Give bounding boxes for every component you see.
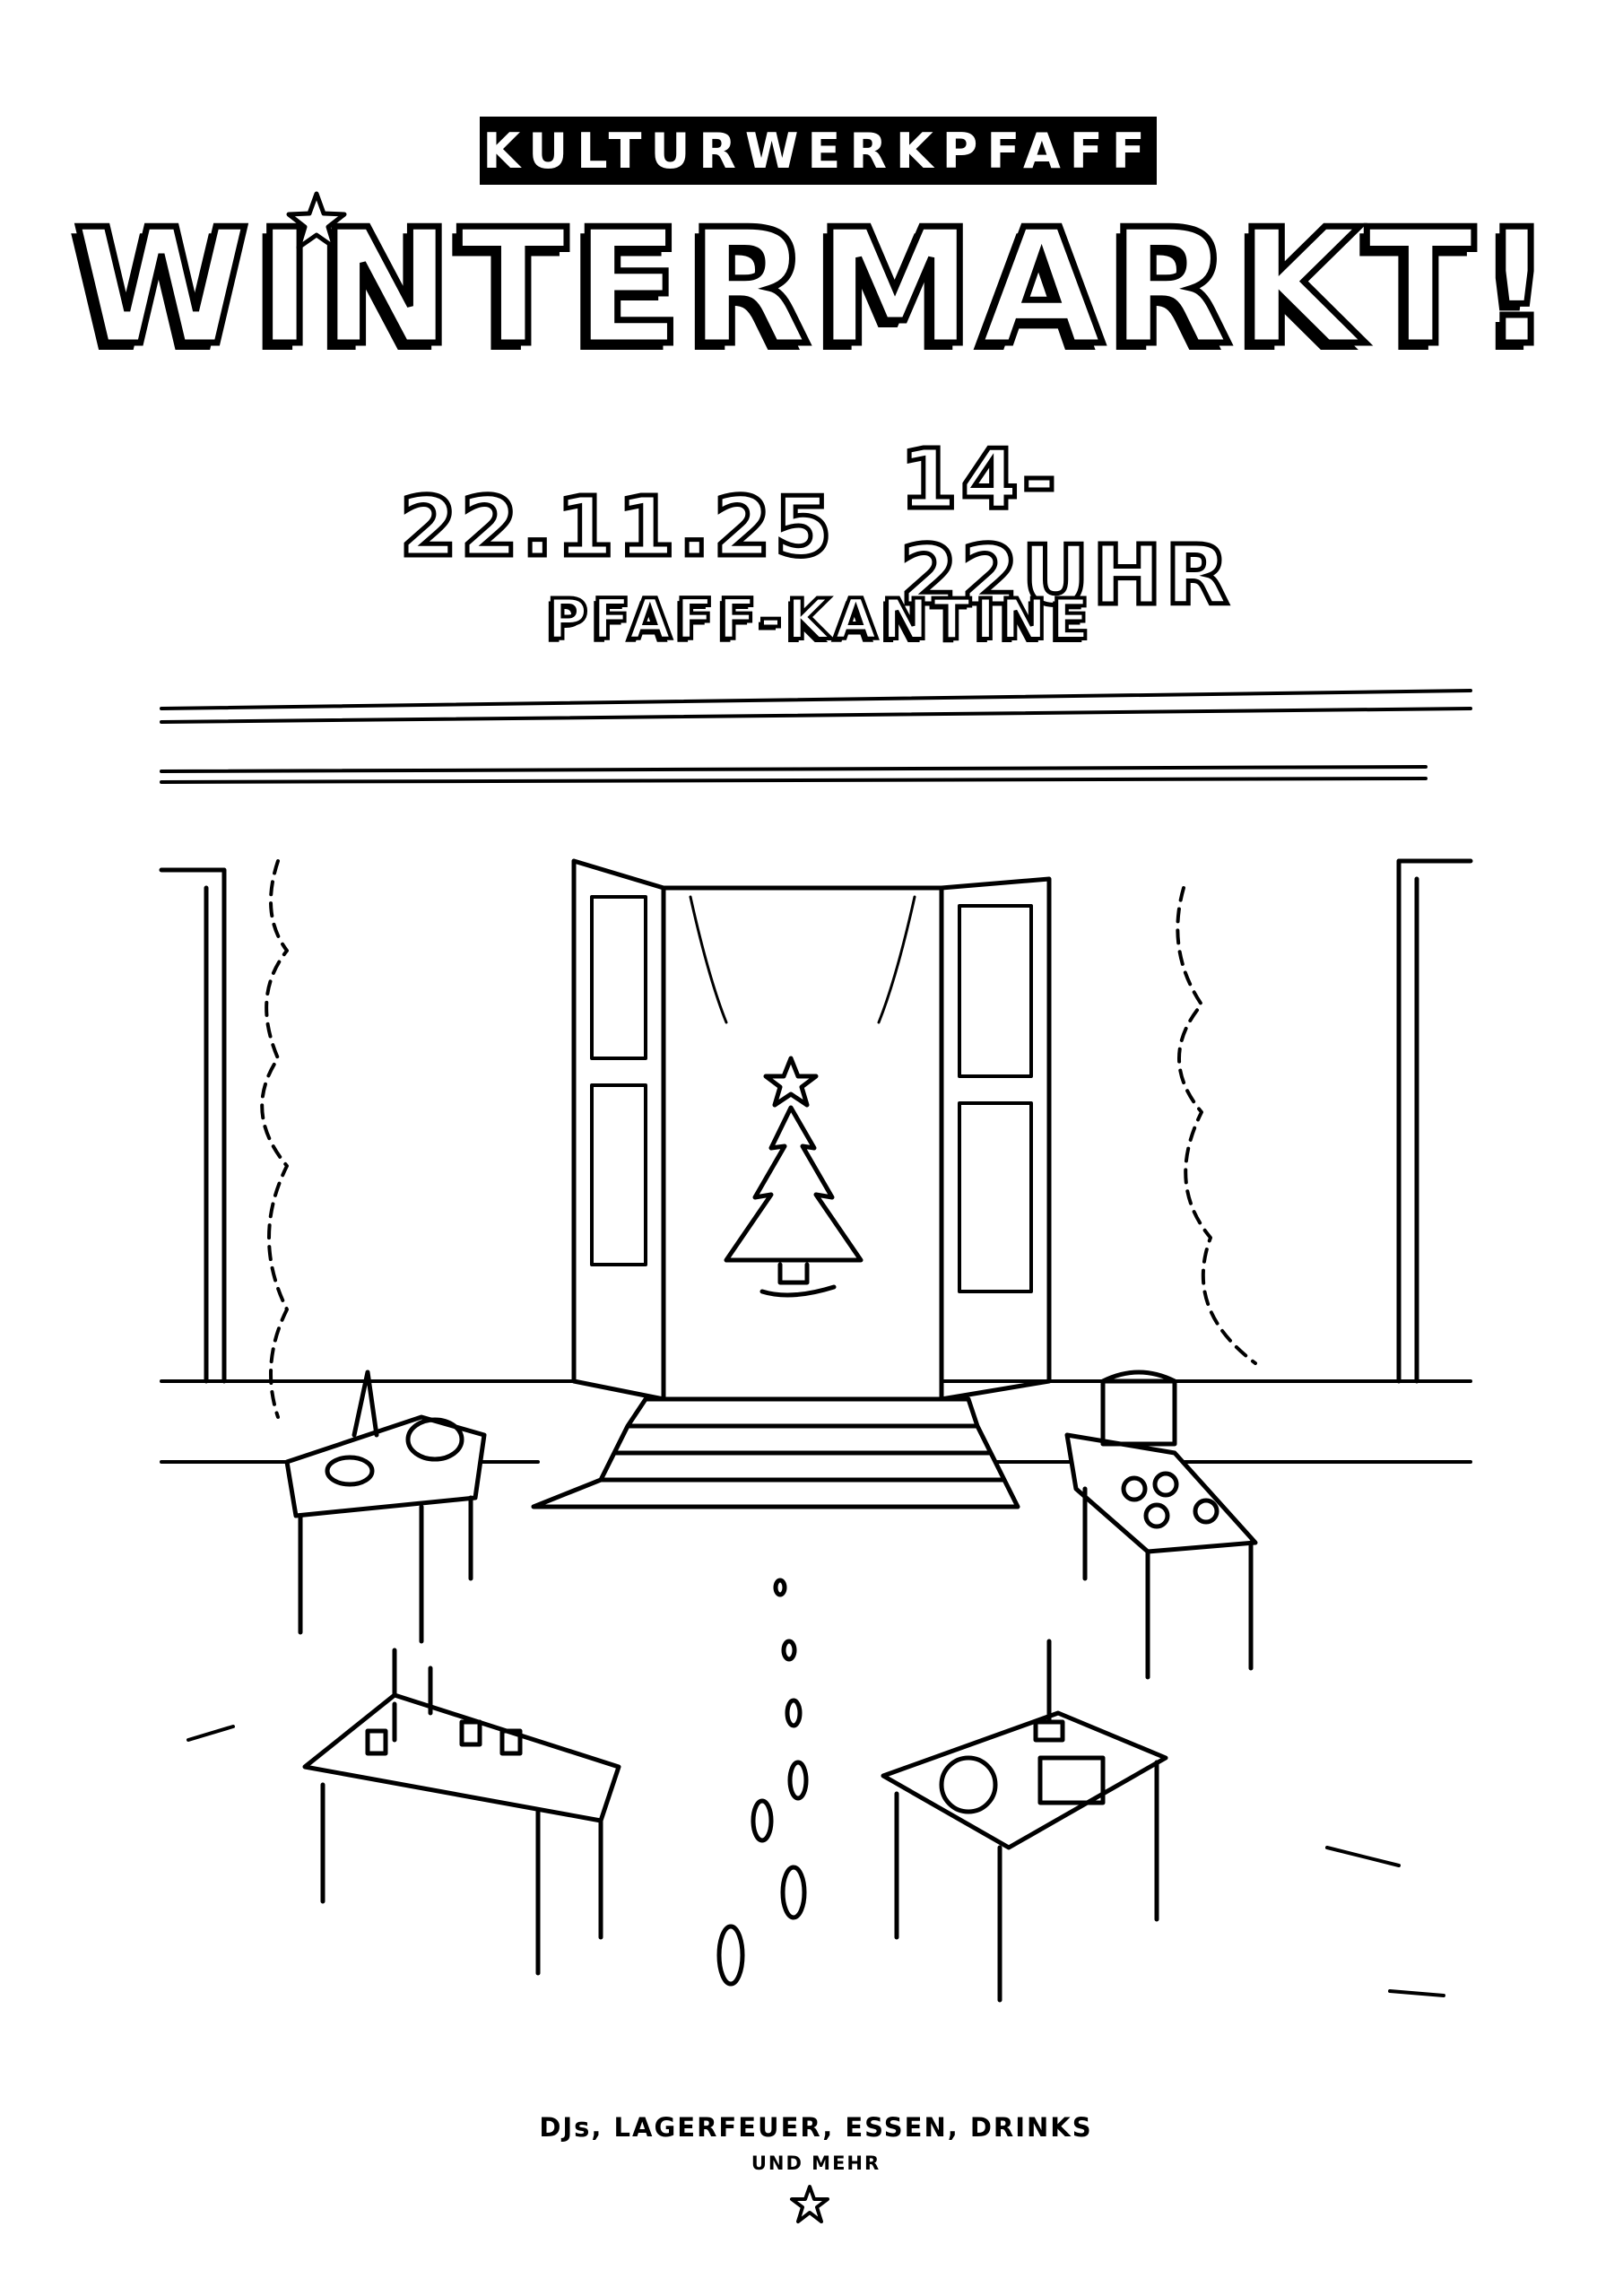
footprints — [716, 1578, 809, 1987]
features-text: DJs, LAGERFEUER, ESSEN, DRINKS — [539, 2112, 1093, 2143]
event-venue: PFAFF-KANTINE — [545, 585, 1094, 654]
table-top-left — [284, 1370, 487, 1644]
features-more-text: UND MEHR — [751, 2152, 881, 2174]
table-top-right — [1064, 1370, 1258, 1680]
poster-title: WINTERMARKT! — [70, 191, 1559, 383]
christmas-tree — [724, 1056, 864, 1298]
star-icon — [286, 191, 347, 250]
event-date-time: 22.11.25 14-22UHR — [397, 429, 1231, 625]
star-icon — [790, 2185, 829, 2223]
market-illustration — [159, 689, 1473, 2003]
event-date: 22.11.25 — [397, 477, 836, 578]
event-time: 14-22UHR — [898, 429, 1233, 625]
table-bottom-left — [302, 1648, 621, 1976]
organizer-badge: KULTURWERKPFAFF — [480, 117, 1157, 185]
table-bottom-right — [881, 1639, 1168, 2003]
